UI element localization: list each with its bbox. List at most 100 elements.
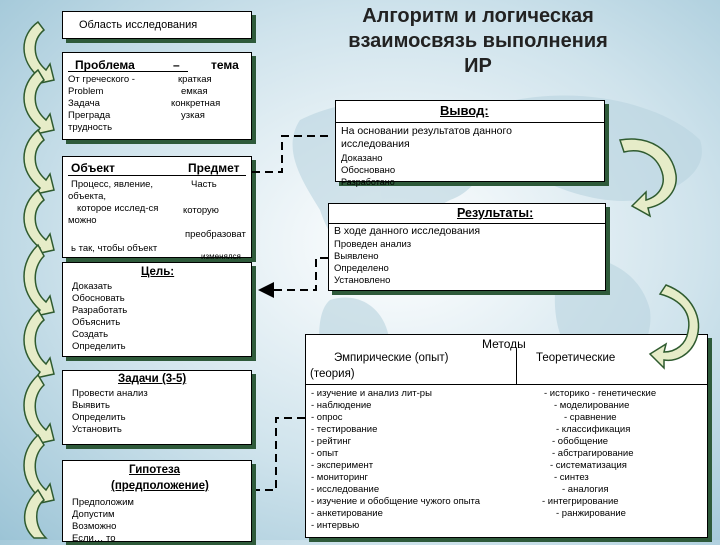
curved-arrow-icon bbox=[23, 308, 55, 380]
hypothesis-item: Если… то bbox=[72, 533, 116, 544]
curved-arrow-icon bbox=[24, 488, 48, 539]
goal-item: Доказать bbox=[72, 281, 113, 292]
results-intro: В ходе данного исследования bbox=[334, 225, 481, 237]
goal-item: Обосновать bbox=[72, 293, 125, 304]
empirical-method: - опрос bbox=[311, 412, 343, 423]
problem-heading: Проблема bbox=[75, 58, 135, 72]
hypothesis-subheading: (предположение) bbox=[111, 480, 209, 492]
empirical-method: - исследование bbox=[311, 484, 380, 495]
conclusion-box: Вывод: На основании результатов данного … bbox=[335, 100, 605, 187]
empirical-method: - изучение и обобщение чужого опыта bbox=[311, 496, 481, 507]
problem-topic-box: Проблема – тема От греческого - Problem … bbox=[62, 52, 252, 140]
curved-arrow-icon bbox=[23, 433, 55, 506]
hypothesis-item: Возможно bbox=[72, 521, 117, 532]
goal-item: Определить bbox=[72, 341, 126, 352]
empirical-method: - наблюдение bbox=[311, 400, 372, 411]
conclusion-item: Доказано bbox=[341, 153, 383, 164]
task-item: Выявить bbox=[72, 400, 110, 411]
topic-line: емкая bbox=[181, 86, 208, 97]
topic-heading: тема bbox=[211, 58, 239, 72]
empirical-method: - опыт bbox=[311, 448, 339, 459]
theoretical-heading: Теоретические bbox=[536, 352, 616, 364]
empirical-method: - изучение и анализ лит-ры bbox=[311, 388, 432, 399]
results-box: Результаты: В ходе данного исследования … bbox=[328, 203, 606, 291]
conclusion-intro: исследования bbox=[341, 138, 410, 150]
subject-line: преобразоват bbox=[185, 229, 246, 240]
theoretical-method: - историко - генетические bbox=[544, 388, 657, 399]
dashed-connector bbox=[256, 417, 305, 491]
dash-separator: – bbox=[173, 58, 180, 72]
subject-bottom-line: изменялся bbox=[201, 252, 241, 261]
curved-arrow-icon bbox=[23, 373, 55, 446]
topic-line: конкретная bbox=[171, 98, 221, 109]
results-item: Определено bbox=[334, 263, 389, 274]
results-item: Установлено bbox=[334, 275, 391, 286]
theoretical-method: - абстрагирование bbox=[552, 448, 634, 459]
methods-heading: Методы bbox=[482, 337, 526, 351]
theoretical-method: - моделирование bbox=[554, 400, 630, 411]
curved-arrow-icon bbox=[23, 68, 55, 136]
title-line: Алгоритм и логическая bbox=[362, 5, 594, 27]
problem-line: Задача bbox=[68, 98, 100, 109]
theoretical-method: - сравнение bbox=[564, 412, 617, 423]
hypothesis-item: Допустим bbox=[72, 509, 115, 520]
page-title: Алгоритм и логическая взаимосвязь выполн… bbox=[308, 4, 648, 79]
goal-heading: Цель: bbox=[141, 266, 175, 278]
subject-line: которую bbox=[183, 205, 219, 216]
topic-line: узкая bbox=[181, 110, 205, 121]
object-line: которое исслед-ся bbox=[77, 203, 159, 214]
goal-item: Создать bbox=[72, 329, 109, 340]
title-line: взаимосвязь выполнения bbox=[348, 30, 608, 52]
hypothesis-item: Предположим bbox=[72, 497, 134, 508]
empirical-method: - мониторинг bbox=[311, 472, 368, 483]
theoretical-method: - интегрирование bbox=[542, 496, 619, 507]
methods-box: Методы Эмпирические (опыт) Теоретические… bbox=[305, 334, 708, 538]
task-item: Провести анализ bbox=[72, 388, 148, 399]
dashed-connector bbox=[258, 257, 328, 298]
problem-line: От греческого - bbox=[68, 74, 135, 85]
curved-arrow-icon bbox=[619, 138, 677, 218]
dashed-connector bbox=[252, 135, 332, 173]
problem-line: трудность bbox=[68, 122, 113, 133]
research-area-box: Область исследования bbox=[62, 11, 252, 39]
theory-note: (теория) bbox=[310, 368, 355, 380]
conclusion-item: Обосновано bbox=[341, 165, 396, 176]
curved-arrow-icon bbox=[23, 188, 55, 256]
hypothesis-heading: Гипотеза bbox=[129, 464, 180, 476]
problem-line: Преграда bbox=[68, 110, 111, 121]
conclusion-heading: Вывод: bbox=[440, 103, 489, 118]
object-subject-box: Объект Предмет Процесс, явление, объекта… bbox=[62, 156, 252, 261]
object-line: можно bbox=[68, 215, 97, 226]
goal-item: Разработать bbox=[72, 305, 128, 316]
theoretical-method: - систематизация bbox=[550, 460, 627, 471]
theoretical-method: - аналогия bbox=[562, 484, 609, 495]
object-heading: Объект bbox=[71, 161, 115, 175]
goal-box: Цель: Доказать Обосновать Разработать Об… bbox=[62, 262, 252, 357]
results-heading: Результаты: bbox=[457, 206, 534, 220]
task-item: Установить bbox=[72, 424, 122, 435]
title-line: ИР bbox=[464, 55, 492, 77]
conclusion-intro: На основании результатов данного bbox=[341, 125, 512, 137]
tasks-box: Задачи (3-5) Провести анализ Выявить Опр… bbox=[62, 370, 252, 445]
empirical-method: - анкетирование bbox=[311, 508, 383, 519]
topic-line: краткая bbox=[178, 74, 212, 85]
theoretical-method: - классификация bbox=[556, 424, 631, 435]
object-line: Процесс, явление, bbox=[71, 179, 154, 190]
theoretical-method: - ранжирование bbox=[556, 508, 626, 519]
results-item: Проведен анализ bbox=[334, 239, 412, 250]
curved-arrow-icon bbox=[23, 20, 55, 86]
empirical-heading: Эмпирические (опыт) bbox=[334, 352, 449, 364]
empirical-method: - рейтинг bbox=[311, 436, 352, 447]
curved-arrow-icon bbox=[23, 128, 55, 196]
curved-arrow-icon bbox=[23, 243, 55, 318]
theoretical-method: - синтез bbox=[554, 472, 589, 483]
results-item: Выявлено bbox=[334, 251, 379, 262]
task-item: Определить bbox=[72, 412, 126, 423]
theoretical-method: - обобщение bbox=[552, 436, 609, 447]
object-line: объекта, bbox=[68, 191, 107, 202]
problem-line: Problem bbox=[68, 86, 104, 97]
hypothesis-box: Гипотеза (предположение) Предположим Доп… bbox=[62, 460, 252, 544]
goal-item: Объяснить bbox=[72, 317, 121, 328]
empirical-method: - эксперимент bbox=[311, 460, 374, 471]
